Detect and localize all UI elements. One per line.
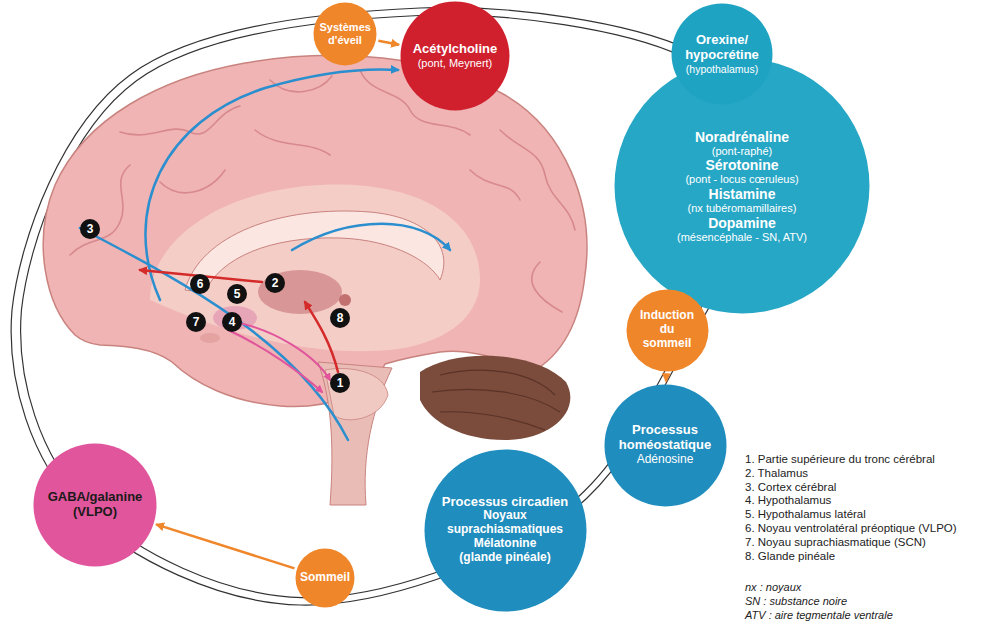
cerebellum [420,356,570,440]
gyrus-line [255,130,330,155]
abbreviation-note: SN : substance noire [745,595,847,608]
legend-line: 3. Cortex cérébral [745,481,836,494]
circle-node: Induction du sommeil [626,289,709,372]
node-circle [626,289,708,371]
arousal-pathway [145,70,398,300]
node-text: Processus circadien [435,495,575,510]
gyrus-line [470,170,520,200]
node-text: Mélatonine [435,537,575,551]
node-text: Processus homéostatique [611,423,719,453]
thalamus [258,270,342,314]
callout-number: 6 [190,274,210,294]
callout-number: 4 [222,312,242,332]
medial-surface [150,185,480,352]
node-circle [424,449,586,611]
node-circle [615,59,870,314]
sleep-pathway [228,330,322,392]
node-text-group: Systèmes d'éveil [320,21,371,46]
pons [325,368,388,419]
circle-node: Acétylcholine(pont, Meynert) [400,1,510,111]
brainstem [318,362,392,505]
brain [43,55,587,505]
node-circle [296,549,355,608]
node-text-group: Induction du sommeil [635,309,699,350]
node-text-group: Noradrénaline(pont-raphé)Sérotonine(pont… [647,129,837,244]
arrow-connector [156,524,294,568]
legend-line: 1. Partie supérieure du tronc cérébral [745,453,935,466]
node-text: GABA/galanine [43,490,147,505]
arrow-connector [378,41,399,45]
node-text: (pont, Meynert) [405,57,505,70]
cerebrum [43,55,587,406]
node-text: (hypothalamus) [679,63,765,75]
optic-chiasm [200,333,220,343]
circle-node: Orexine/ hypocrétine(hypothalamus) [671,3,773,105]
node-circle [34,444,157,567]
callout-number: 5 [227,284,247,304]
arousal-pathway [292,224,450,250]
gyrus-line [500,130,575,230]
node-text: Sommeil [299,571,351,585]
node-text-group: Processus homéostatiqueAdénosine [611,423,719,467]
circle-node: Processus circadienNoyaux suprachiasmati… [424,449,587,612]
legend-line: 7. Noyau suprachiasmatique (SCN) [745,536,926,549]
node-text: Orexine/ hypocrétine [679,33,765,63]
callout-number: 1 [330,373,350,393]
node-text-group: Processus circadienNoyaux suprachiasmati… [435,495,575,565]
callout-number: 7 [186,312,206,332]
node-text: (nx tubéromamillaires) [647,202,837,215]
cerebellum-folia [432,370,560,430]
node-text: Adénosine [611,453,719,467]
node-text-group: GABA/galanine(VLPO) [43,490,147,520]
legend-line: 5. Hypothalamus latéral [745,508,866,521]
legend-line: 6. Noyau ventrolatéral préoptique (VLPO) [745,522,957,535]
sleep-pathway [235,322,330,380]
node-text: Induction du sommeil [635,309,699,350]
gyrus-line [70,165,130,255]
gyrus-line [160,170,225,193]
node-text-group: Sommeil [299,571,351,585]
node-text: Histamine [647,186,837,202]
callout-number: 2 [265,273,285,293]
node-circle [314,3,377,66]
legend-line: 4. Hypothalamus [745,494,831,507]
node-text: Noradrénaline [647,129,837,145]
circle-node: Sommeil [295,548,355,608]
circle-node: Systèmes d'éveil [313,2,377,66]
node-text: Dopamine [647,215,837,231]
node-circle [604,384,726,506]
pathway-arrows [80,70,450,440]
node-text-group: Acétylcholine(pont, Meynert) [405,42,505,70]
node-text: (mésencéphale - SN, ATV) [647,231,837,244]
node-text: Noyaux suprachiasmatiques [435,509,575,537]
callout-number: 3 [80,219,100,239]
legend-line: 2. Thalamus [745,467,808,480]
abbreviation-note: nx : noyaux [745,581,801,594]
node-circle [401,2,510,111]
folium-line [432,389,560,412]
arrow-connector [665,373,668,381]
callout-number: 8 [330,308,350,328]
node-text: Systèmes d'éveil [320,21,371,46]
abbreviation-note: ATV : aire tegmentale ventrale [745,609,893,622]
node-text: Acétylcholine [405,42,505,57]
node-circle [672,4,773,105]
node-text: (VLPO) [43,505,147,520]
pineal-gland [339,294,351,306]
node-text: (pont-raphé) [647,145,837,158]
legend-line: 8. Glande pinéale [745,550,835,563]
gyrus-line [532,262,562,312]
circle-node: Processus homéostatiqueAdénosine [604,384,727,507]
node-text: (glande pinéale) [435,551,575,565]
node-text-group: Orexine/ hypocrétine(hypothalamus) [679,33,765,75]
circle-node: GABA/galanine(VLPO) [33,443,157,567]
node-text: Sérotonine [647,157,837,173]
folium-line [440,412,545,430]
node-text: (pont - locus cœruleus) [647,173,837,186]
arousal-pathway [80,228,348,440]
inner-ring [21,15,756,598]
gyrus-line [120,106,240,135]
